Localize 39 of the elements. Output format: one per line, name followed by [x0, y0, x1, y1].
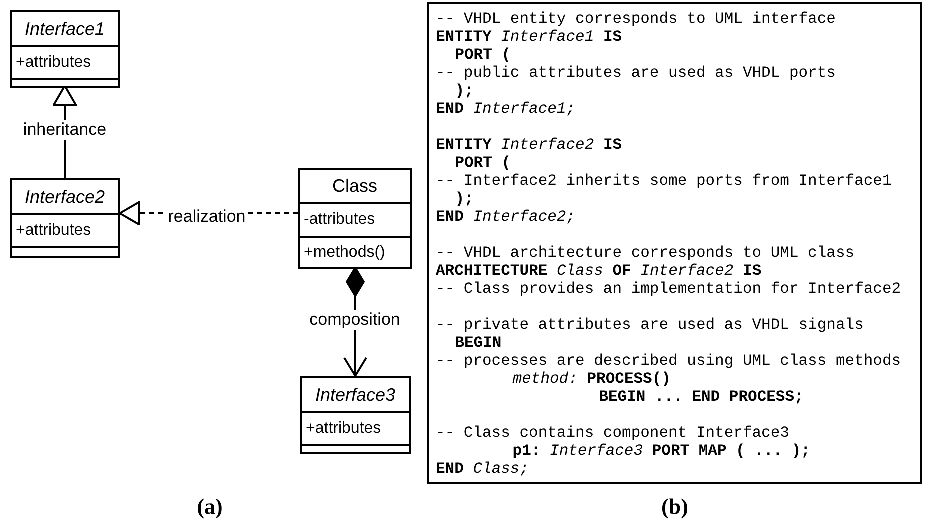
- code-line: -- Class provides an implementation for Interface2: [436, 280, 902, 298]
- attribute-list: +attributes: [16, 52, 92, 72]
- code-line: BEGIN ... END PROCESS;: [599, 388, 805, 406]
- code-line: END Interface1;: [436, 100, 577, 118]
- code-line: -- private attributes are used as VHDL signals: [436, 316, 865, 334]
- code-line: -- VHDL architecture corresponds to UML class: [436, 244, 856, 262]
- code-line: -- VHDL entity corresponds to UML interface: [436, 10, 837, 28]
- panel-caption: (b): [662, 494, 688, 520]
- code-line: BEGIN: [455, 334, 503, 352]
- uml-class-box: [10, 10, 120, 88]
- panel-caption: (a): [197, 494, 223, 520]
- code-line: -- processes are described using UML class methods: [436, 352, 902, 370]
- class-name: Interface3: [315, 384, 396, 404]
- code-line: -- Class contains component Interface3: [436, 424, 790, 442]
- code-line: PORT (: [455, 46, 512, 64]
- class-name: Interface2: [24, 186, 106, 206]
- code-line: ENTITY Interface2 IS: [436, 136, 624, 154]
- code-line: ENTITY Interface1 IS: [436, 28, 624, 46]
- code-line: PORT (: [455, 154, 512, 172]
- code-line: END Class;: [436, 460, 530, 478]
- edge-label: composition: [308, 310, 402, 330]
- uml-class-box: [298, 168, 412, 269]
- class-name: Class: [332, 176, 378, 196]
- edge-label: inheritance: [22, 120, 108, 140]
- code-line: );: [455, 82, 474, 100]
- attribute-list: -attributes: [304, 210, 376, 230]
- code-line: p1: Interface3 PORT MAP ( ... );: [512, 442, 812, 460]
- code-line: method: PROCESS(): [512, 370, 672, 388]
- method-list: +methods(): [304, 242, 386, 262]
- code-line: -- Interface2 inherits some ports from Interface1: [436, 172, 893, 190]
- attribute-list: +attributes: [16, 220, 92, 240]
- uml-class-box: [300, 376, 411, 454]
- attribute-list: +attributes: [306, 418, 382, 438]
- code-line: -- public attributes are used as VHDL ports: [436, 64, 837, 82]
- class-name: Interface1: [24, 18, 106, 38]
- code-line: ARCHITECTURE Class OF Interface2 IS: [436, 262, 763, 280]
- uml-class-box: [10, 178, 120, 258]
- code-line: );: [455, 190, 474, 208]
- code-line: END Interface2;: [436, 208, 577, 226]
